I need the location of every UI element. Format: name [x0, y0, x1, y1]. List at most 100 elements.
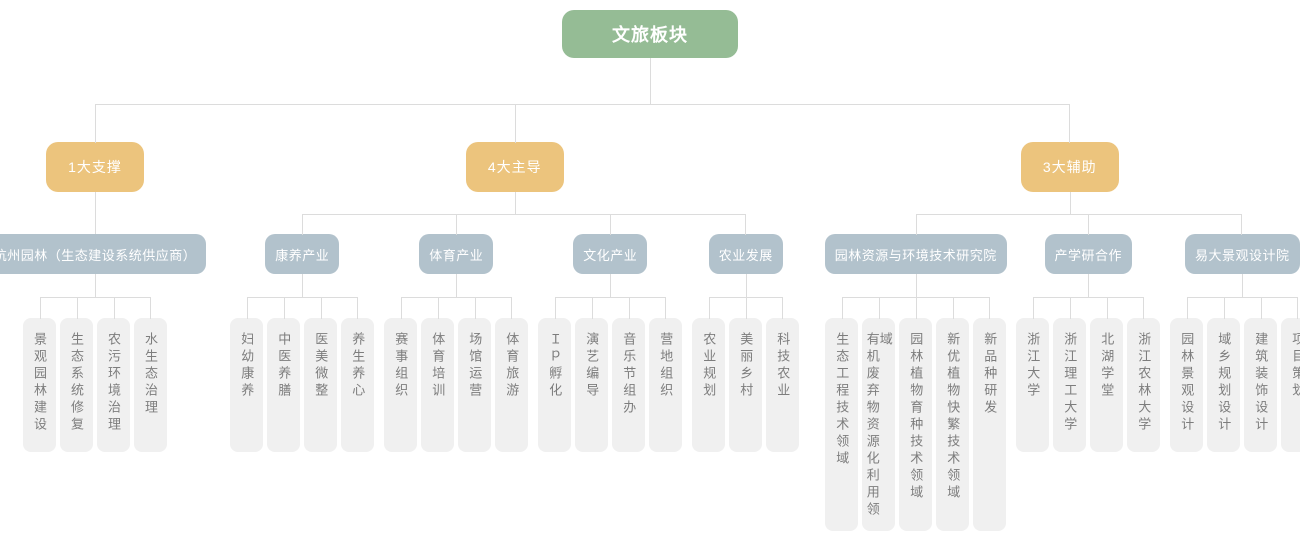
leaf-label: 养生养心 [350, 332, 366, 400]
leaf-label: 项目策划 [1290, 332, 1300, 400]
group-label: 体育产业 [429, 247, 484, 263]
group-subtree: 文化产业 Ｉｐ孵化 演艺编导 音乐节组办 营地组织 [533, 214, 689, 452]
branch-label: 4大主导 [487, 159, 542, 175]
leaf-item: 有机废弃物资源化利用领域 [860, 297, 899, 531]
leaf-label: 域乡规划设计 [1216, 332, 1232, 434]
branch-subtree-support: 1大支撑 杭州园林（生态建设系统供应商） 景观园林建设 生态系统修复 农污环境治… [0, 104, 218, 452]
group-node: 农业发展 [708, 234, 783, 274]
group-node: 康养产业 [265, 234, 340, 274]
leaf-label: 生态工程技术领域 [834, 332, 850, 468]
leaf-node: 水生态治理 [134, 318, 167, 452]
leaf-node: 园林植物育种技术领域 [899, 318, 933, 531]
leaf-item: 浙江理工大学 [1051, 297, 1090, 452]
branch-node: 1大支撑 [46, 142, 144, 192]
leaf-row: 农业规划 美丽乡村 科技农业 [690, 274, 801, 452]
group-subtree: 园林资源与环境技术研究院 生态工程技术领域 有机废弃物资源化利用领域 园林植物育… [820, 214, 1013, 531]
leaf-row: 妇幼康养 中医养膳 医美微整 养生养心 [228, 274, 376, 452]
group-subtree: 康养产业 妇幼康养 中医养膳 医美微整 养生养心 [225, 214, 381, 452]
group-node: 体育产业 [419, 234, 494, 274]
leaf-label: 水生态治理 [143, 332, 158, 417]
leaf-item: 园林植物育种技术领域 [897, 297, 936, 531]
leaf-node: 景观园林建设 [23, 318, 56, 452]
leaf-label: 音乐节组办 [621, 332, 637, 417]
leaf-label: 农污环境治理 [106, 332, 121, 434]
leaf-item: 生态系统修复 [58, 297, 96, 452]
leaf-node: Ｉｐ孵化 [538, 318, 572, 452]
root-label: 文旅板块 [612, 25, 688, 45]
group-label: 园林资源与环境技术研究院 [834, 247, 997, 263]
leaf-label: 中医养膳 [276, 332, 292, 400]
leaf-label: Ｉｐ孵化 [547, 332, 563, 400]
group-label: 农业发展 [718, 247, 773, 263]
leaf-label: 园林植物育种技术领域 [908, 332, 924, 502]
leaf-label: 北湖学堂 [1099, 332, 1115, 400]
leaf-item: 生态工程技术领域 [823, 297, 862, 531]
root-row: 文旅板块 1大支撑 杭州园林（生态建设系统供应商） 景观园林建设 生态系统修复 … [0, 10, 1300, 531]
branch-subtree-main: 4大主导 康养产业 妇幼康养 中医养膳 医美微整 养生养心 [217, 104, 814, 452]
group-node: 产学研合作 [1044, 234, 1133, 274]
leaf-item: 农污环境治理 [95, 297, 133, 452]
leaf-label: 浙江农林大学 [1136, 332, 1152, 434]
leaf-label: 医美微整 [313, 332, 329, 400]
branch-subtree-auxiliary: 3大辅助 园林资源与环境技术研究院 生态工程技术领域 有机废弃物资源化利用领域 … [811, 104, 1300, 531]
leaf-node: 浙江农林大学 [1127, 318, 1161, 452]
leaf-node: 域乡规划设计 [1207, 318, 1241, 452]
leaf-node: 养生养心 [341, 318, 375, 452]
leaf-item: 北湖学堂 [1088, 297, 1127, 452]
leaf-label: 营地组织 [658, 332, 674, 400]
branch-label: 3大辅助 [1042, 159, 1097, 175]
leaf-label: 妇幼康养 [239, 332, 255, 400]
leaf-node: 场馆运营 [458, 318, 492, 452]
leaf-item: 域乡规划设计 [1205, 297, 1244, 452]
leaf-node: 体育培训 [421, 318, 455, 452]
leaf-node: 农污环境治理 [97, 318, 130, 452]
leaf-label: 场馆运营 [467, 332, 483, 400]
leaf-node: 项目策划 [1281, 318, 1300, 452]
group-subtree: 体育产业 赛事组织 体育培训 场馆运营 体育旅游 [379, 214, 535, 452]
leaf-label: 美丽乡村 [738, 332, 754, 400]
leaf-item: 景观园林建设 [21, 297, 59, 452]
leaf-node: 建筑装饰设计 [1244, 318, 1278, 452]
branch-node: 3大辅助 [1020, 142, 1119, 192]
leaf-label: 有机废弃物资源化利用领域 [864, 332, 893, 519]
root-node: 文旅板块 [562, 10, 738, 58]
leaf-node: 浙江大学 [1016, 318, 1050, 452]
leaf-label: 农业规划 [701, 332, 717, 400]
leaf-label: 景观园林建设 [32, 332, 47, 434]
leaf-label: 体育培训 [430, 332, 446, 400]
leaf-item: 园林景观设计 [1168, 297, 1207, 452]
leaf-row: 浙江大学 浙江理工大学 北湖学堂 浙江农林大学 [1014, 274, 1162, 452]
leaf-item: 浙江大学 [1014, 297, 1053, 452]
leaf-label: 生态系统修复 [69, 332, 84, 434]
group-subtree: 农业发展 农业规划 美丽乡村 科技农业 [686, 214, 804, 452]
branch-row: 1大支撑 杭州园林（生态建设系统供应商） 景观园林建设 生态系统修复 农污环境治… [0, 58, 1300, 531]
leaf-node: 园林景观设计 [1170, 318, 1204, 452]
leaf-item: 营地组织 [646, 297, 684, 452]
leaf-row: 园林景观设计 域乡规划设计 建筑装饰设计 项目策划 [1168, 274, 1300, 452]
leaf-item: 体育旅游 [492, 297, 530, 452]
leaf-node: 新优植物快繁技术领域 [936, 318, 970, 531]
leaf-item: 科技农业 [763, 297, 801, 452]
leaf-label: 演艺编导 [584, 332, 600, 400]
group-label: 文化产业 [583, 247, 638, 263]
group-row: 杭州园林（生态建设系统供应商） 景观园林建设 生态系统修复 农污环境治理 水生态… [0, 192, 209, 452]
leaf-node: 有机废弃物资源化利用领域 [862, 318, 896, 531]
leaf-node: 妇幼康养 [230, 318, 264, 452]
leaf-node: 农业规划 [692, 318, 726, 452]
group-label: 康养产业 [275, 247, 330, 263]
leaf-item: 浙江农林大学 [1124, 297, 1162, 452]
branch-node: 4大主导 [465, 142, 564, 192]
leaf-item: 演艺编导 [573, 297, 612, 452]
leaf-row: Ｉｐ孵化 演艺编导 音乐节组办 营地组织 [536, 274, 684, 452]
group-node: 杭州园林（生态建设系统供应商） [0, 234, 207, 274]
leaf-node: 美丽乡村 [729, 318, 763, 452]
group-subtree: 杭州园林（生态建设系统供应商） 景观园林建设 生态系统修复 农污环境治理 水生态… [0, 214, 209, 452]
leaf-node: 营地组织 [649, 318, 683, 452]
leaf-row: 生态工程技术领域 有机废弃物资源化利用领域 园林植物育种技术领域 新优植物快繁技… [823, 274, 1008, 531]
group-node: 园林资源与环境技术研究院 [824, 234, 1007, 274]
leaf-label: 建筑装饰设计 [1253, 332, 1269, 434]
group-node: 易大景观设计院 [1185, 234, 1300, 274]
leaf-node: 生态工程技术领域 [825, 318, 859, 531]
leaf-label: 浙江理工大学 [1062, 332, 1078, 434]
